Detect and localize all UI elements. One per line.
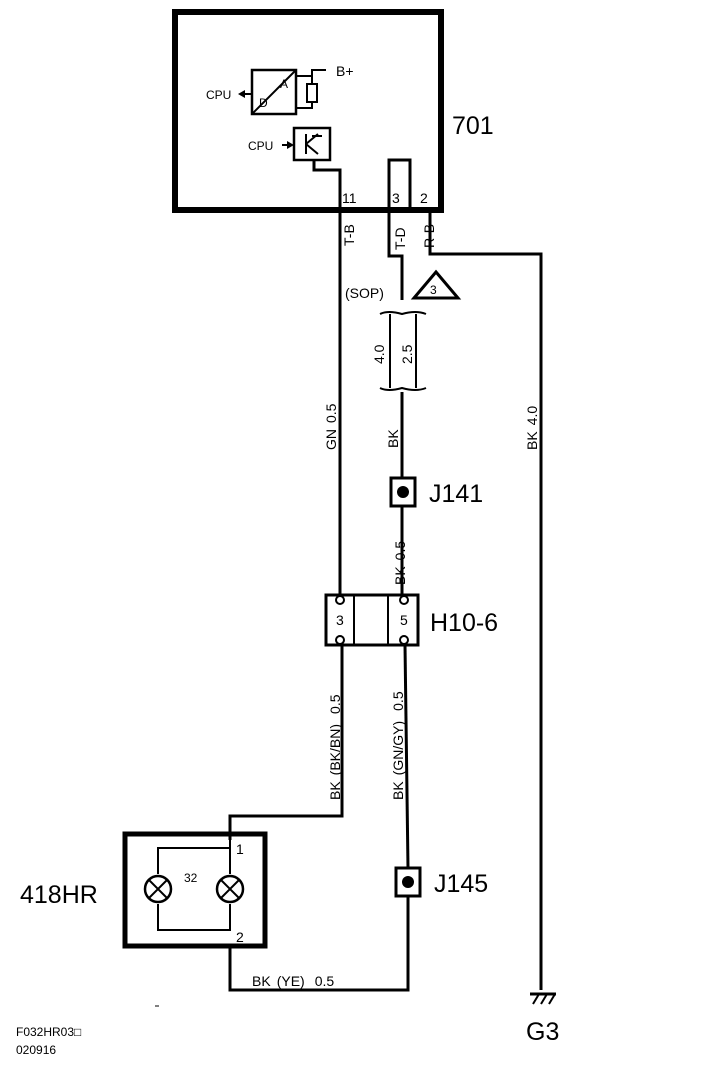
bulb-left-cross [148, 879, 168, 899]
cpu-label-1: CPU [206, 88, 231, 102]
wire-left-bk-bn [228, 645, 344, 840]
cpu-arrowhead-1 [238, 90, 245, 98]
wire-bk-ground-label: BK4.0 [524, 406, 540, 450]
bulb-right-cross [220, 879, 240, 899]
lamp-pin2-label: 2 [236, 929, 244, 945]
wire-code-tb: T-B [341, 224, 357, 246]
bulb-right [215, 874, 245, 904]
footer-date: 020916 [16, 1043, 56, 1057]
dac-block [250, 68, 298, 116]
connector-pin5-dot-bottom [399, 635, 409, 645]
connector-h10-6-label: H10-6 [430, 609, 498, 637]
pin-3-label: 3 [392, 190, 400, 206]
note-triangle-number: 3 [430, 283, 437, 297]
splice-j141-box [389, 476, 417, 508]
note-triangle [410, 269, 462, 300]
wire-code-td: T-D [392, 227, 408, 250]
splice-j145-label: J145 [434, 870, 488, 898]
lamp-pin1-label: 1 [236, 841, 244, 857]
dac-label-d: D [259, 96, 268, 110]
transistor-symbol [305, 133, 322, 155]
pin-2-label: 2 [420, 190, 428, 206]
wire-ground [428, 210, 543, 990]
lamp-418hr-label: 418HR [20, 881, 98, 909]
resistor [306, 83, 318, 103]
ground-g3-label: G3 [526, 1018, 559, 1046]
cpu-label-2: CPU [248, 139, 273, 153]
connector-pin3-dot-bottom [335, 635, 345, 645]
transistor-to-pin11 [312, 160, 342, 210]
connector-h10-6 [324, 593, 420, 647]
bulb-ref-label: 32 [184, 871, 198, 885]
b-plus-label: B+ [336, 63, 354, 79]
connector-pin5-label: 5 [400, 612, 408, 628]
wire-right-label: BK(GN/GY)0.5 [390, 691, 406, 800]
lamp-418hr-box [122, 831, 268, 949]
cpu-arrowhead-2 [287, 141, 294, 149]
size-a-label: 4.0 [371, 344, 387, 364]
ground-symbol-hatch [532, 993, 556, 1005]
wire-pin3-to-sop [387, 210, 404, 300]
module-701-label: 701 [452, 112, 494, 140]
connector-pin3-label: 3 [336, 612, 344, 628]
splice-j141-label: J141 [429, 480, 483, 508]
bulb-left [143, 874, 173, 904]
dac-diagonal [251, 69, 297, 115]
sop-bracket-bottom [379, 386, 427, 391]
b-plus-wire [296, 69, 326, 77]
lamp-internal-wire [157, 840, 231, 931]
dac-label-a: A [280, 77, 288, 91]
splice-j141-dot [397, 486, 409, 498]
wire-left-label: BK(BK/BN)0.5 [327, 694, 343, 800]
connector-pin5-dot-top [399, 595, 409, 605]
wire-bk-label: BK [385, 429, 401, 448]
wire-bottom-ye [228, 896, 410, 992]
sop-bracket-top [379, 311, 427, 316]
wire-right-gn-gy [403, 644, 410, 869]
pin3-internal-loop [387, 158, 412, 210]
module-701-box [172, 9, 444, 213]
footer-code: F032HR03□ [16, 1025, 81, 1039]
wire-bottom-label: BK(YE)0.5 [252, 973, 334, 989]
splice-j145-dot [402, 876, 414, 888]
wire-gn-label: GN0.5 [323, 403, 339, 450]
sop-label: (SOP) [345, 285, 384, 301]
transistor-block [292, 126, 332, 162]
resistor-wire [296, 76, 313, 109]
connector-pin3-dot-top [335, 595, 345, 605]
size-b-label: 2.5 [399, 344, 415, 364]
wire-j141-label: BK0.5 [392, 541, 408, 585]
pin-11-label: 11 [342, 190, 357, 206]
